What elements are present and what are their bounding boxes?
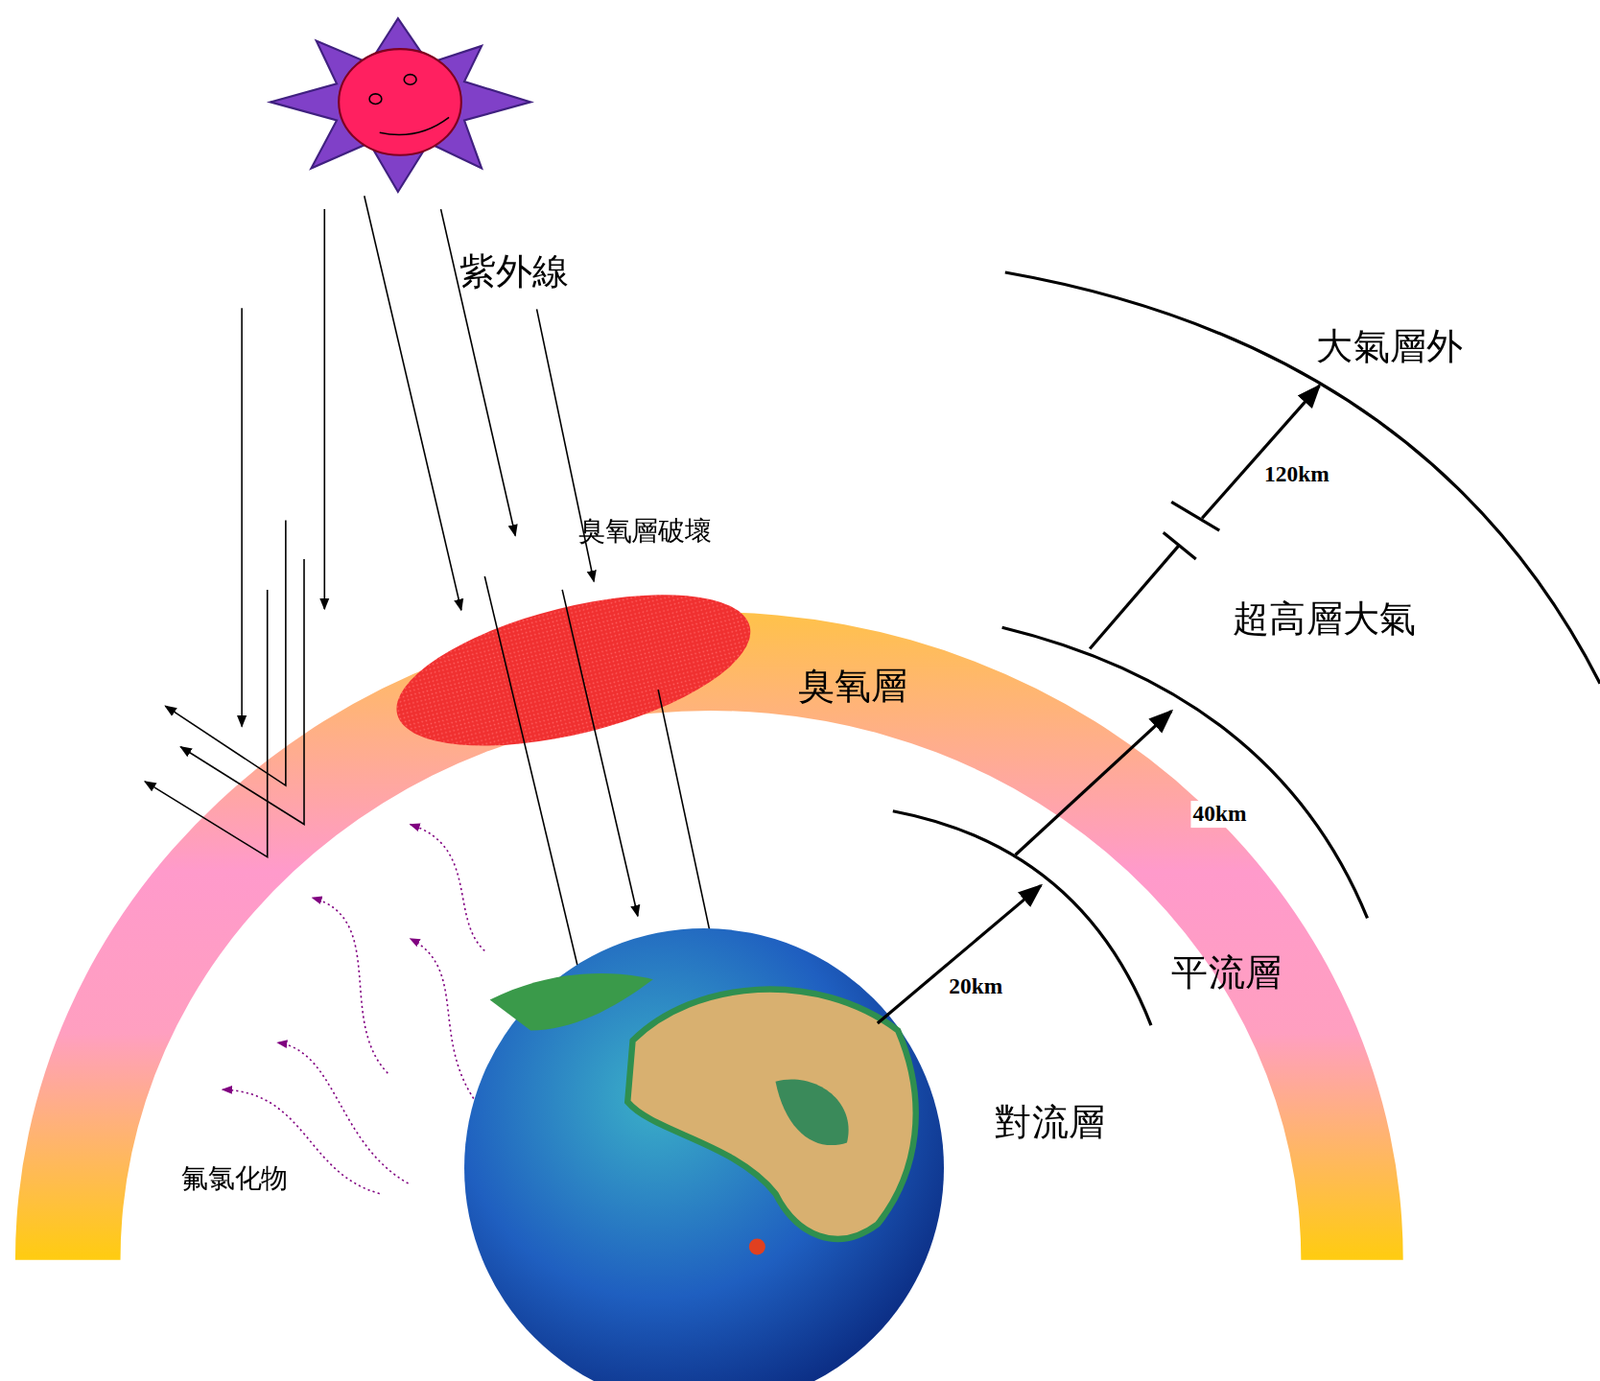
zone-label: 對流層 [994, 1100, 1106, 1145]
altitude-arrows [877, 385, 1320, 1024]
ozone-hole [381, 564, 765, 777]
zone-label: 平流層 [1171, 949, 1282, 994]
zone-label: 超高層大氣 [1232, 596, 1416, 641]
ozone-hole-label: 臭氧層破壞 [578, 515, 711, 547]
altitude-label: 120km [1262, 461, 1332, 489]
cfc-label: 氟氯化物 [181, 1163, 288, 1196]
earth [464, 928, 944, 1381]
layer-boundaries [893, 272, 1600, 1026]
altitude-label: 20km [946, 973, 1005, 1001]
ozone-layer-band: 臭氧層 [754, 642, 960, 725]
uv-rays [144, 195, 717, 992]
uv-label: 紫外線 [459, 249, 570, 294]
cfc-arrows [222, 824, 485, 1195]
layer-name: 臭氧層 [798, 662, 909, 707]
zone-label: 大氣層外 [1316, 324, 1463, 369]
sun [270, 18, 531, 192]
altitude-label: 40km [1190, 800, 1248, 828]
